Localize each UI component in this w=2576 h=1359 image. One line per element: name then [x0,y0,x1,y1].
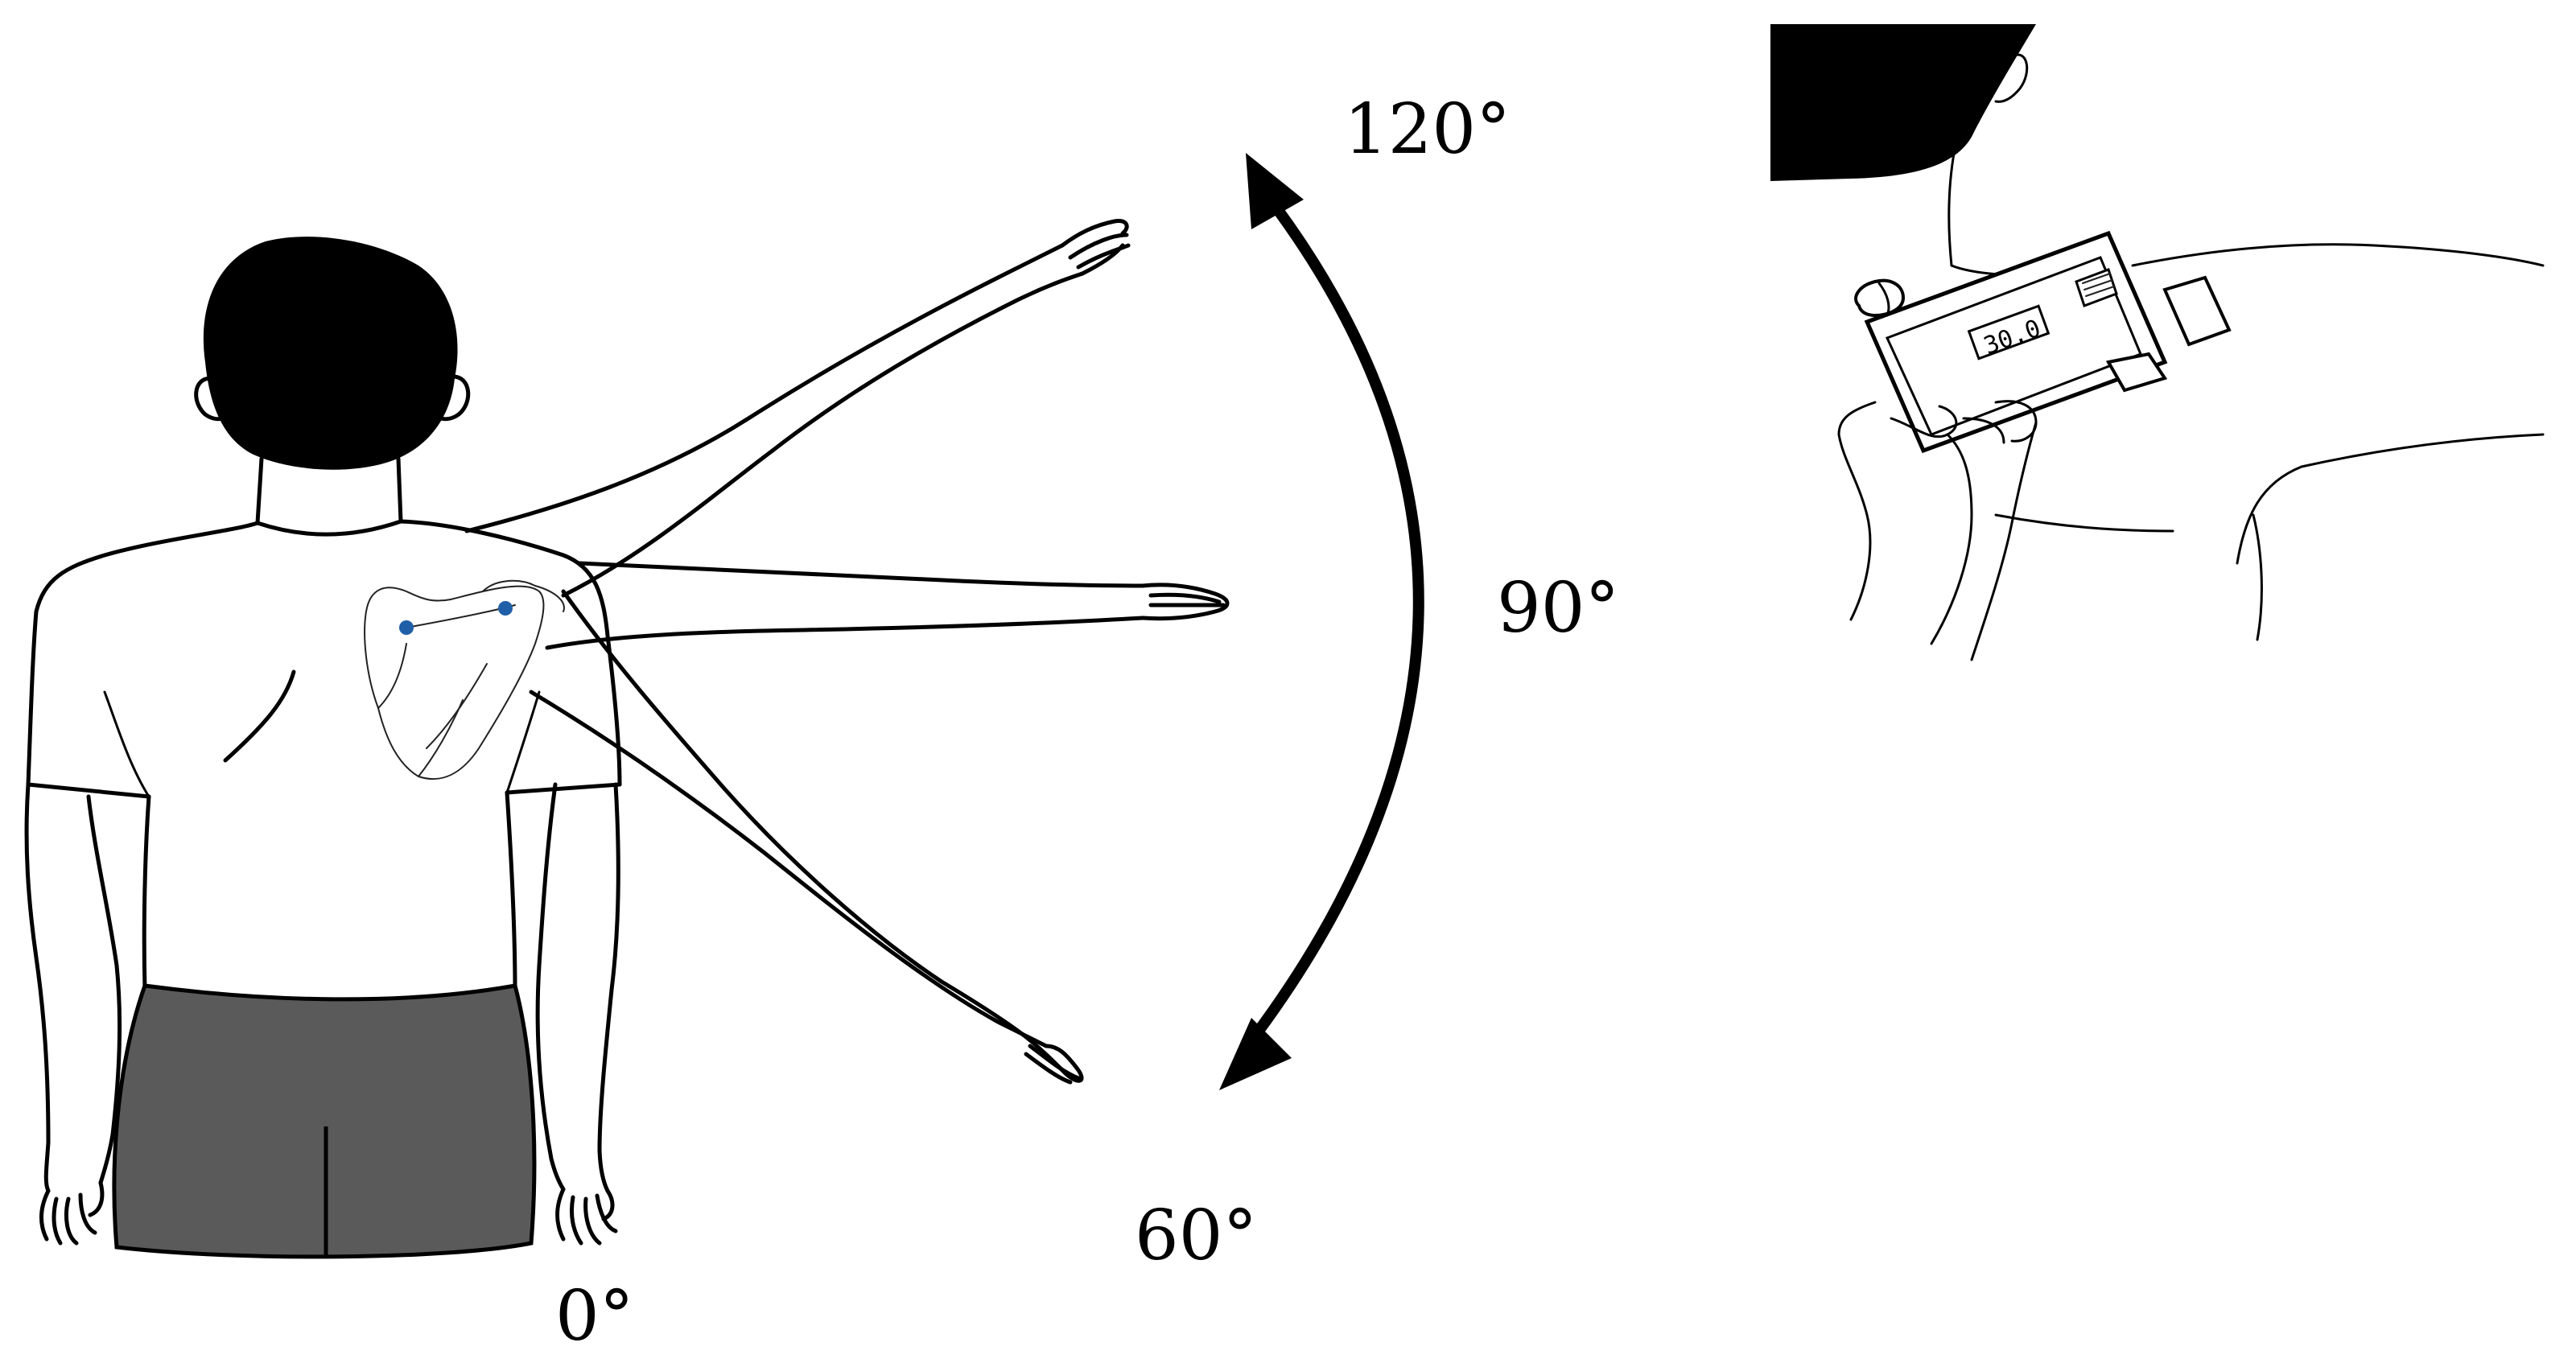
arrowhead-bottom [1219,1018,1292,1090]
holding-hands [1837,400,2174,661]
head [194,237,471,470]
hair [1770,24,2036,181]
marker-dot-lateral [498,601,513,616]
shorts [112,983,537,1259]
arm-lowered-60 [529,589,1084,1085]
device-display [1967,304,2050,360]
person-back-view [24,218,1230,1259]
inclinometer-device: 30.0 [1854,230,2232,454]
scapula-outline [364,579,565,780]
arm-horizontal-90 [545,561,1230,650]
marker-dot-medial [399,620,414,635]
device-measurement-inset: 30.0 [1770,24,2545,661]
range-of-motion-arrow [1219,153,1424,1090]
angle-label-90: 90° [1497,568,1619,649]
right-arm-hanging [535,782,620,1246]
neck [255,456,403,525]
torso-shirt [26,519,622,992]
arrowhead-top [1246,153,1304,229]
angle-label-60: 60° [1135,1196,1257,1276]
left-arm-hanging [24,782,122,1246]
angle-label-120: 120° [1344,89,1511,170]
arm-raised-120 [464,218,1131,598]
angle-label-0: 0° [555,1276,634,1355]
